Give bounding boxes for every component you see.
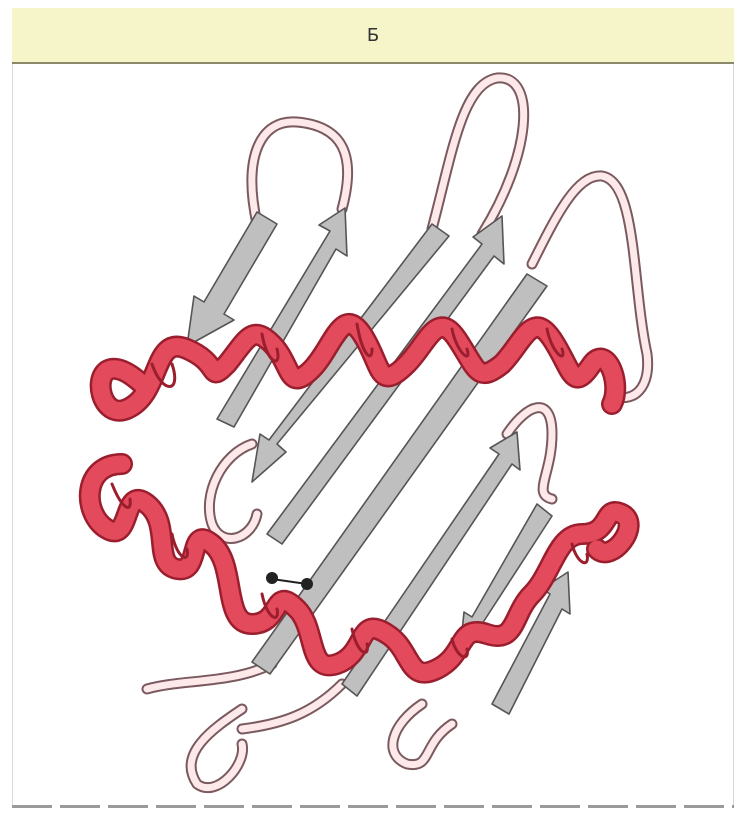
beta-strand-6 bbox=[342, 432, 520, 696]
alpha-helix-1 bbox=[101, 324, 616, 411]
panel-label: Б bbox=[367, 25, 379, 46]
loop-2 bbox=[432, 78, 524, 234]
disulfide-bond bbox=[266, 572, 313, 590]
figure-bottom-border bbox=[12, 805, 734, 808]
beta-strand-2 bbox=[217, 208, 347, 427]
sulfur-atom-2 bbox=[301, 578, 313, 590]
panel-header: Б bbox=[12, 8, 734, 64]
loop-8 bbox=[242, 684, 342, 729]
loops bbox=[147, 78, 648, 788]
sulfur-atom-1 bbox=[266, 572, 278, 584]
protein-ribbon-diagram bbox=[12, 64, 734, 804]
